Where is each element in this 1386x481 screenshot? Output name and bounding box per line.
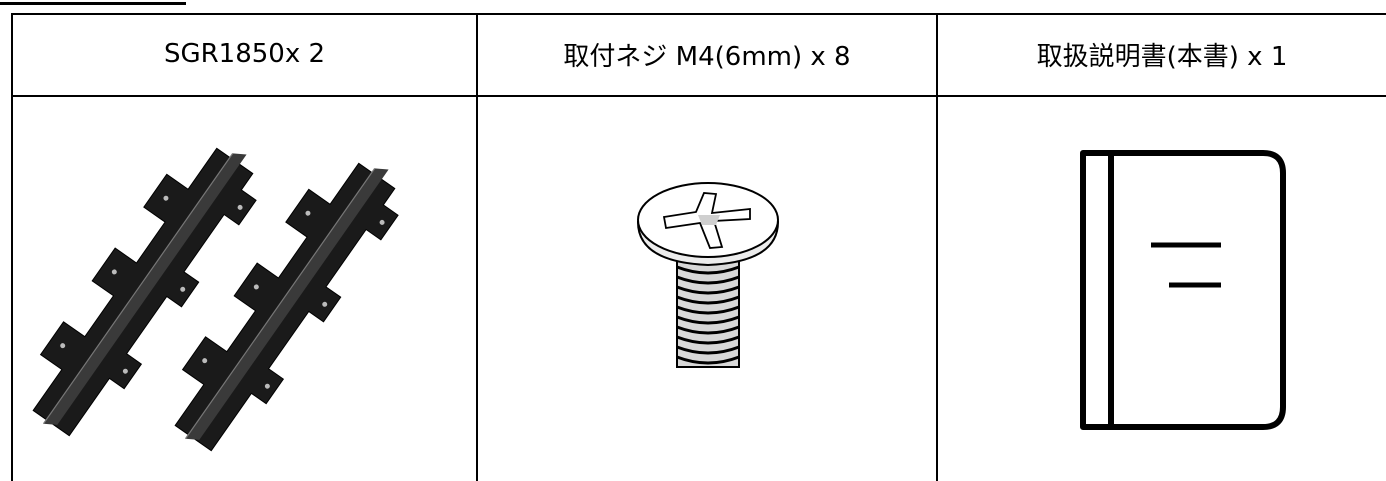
book-icon <box>1080 150 1286 430</box>
table-divider-1 <box>476 13 478 481</box>
table-border-left <box>11 13 13 481</box>
header-bracket: SGR1850x 2 <box>13 13 476 95</box>
header-manual: 取扱説明書(本書) x 1 <box>938 13 1386 95</box>
item-label-manual: 取扱説明書(本書) x 1 <box>1036 41 1288 72</box>
header-screw: 取付ネジ M4(6mm) x 8 <box>478 13 936 95</box>
table-border-top <box>11 13 1386 15</box>
item-label-screw: 取付ネジ M4(6mm) x 8 <box>563 41 851 72</box>
table-header-separator <box>11 95 1386 97</box>
item-label-bracket: SGR1850x 2 <box>163 39 326 69</box>
image-cell-manual <box>938 97 1386 481</box>
image-cell-bracket <box>13 97 476 481</box>
image-cell-screw <box>478 97 936 481</box>
screw-icon <box>636 182 780 368</box>
table-divider-2 <box>936 13 938 481</box>
mounting-bracket-icon <box>32 147 399 452</box>
section-underline <box>0 2 186 5</box>
included-parts-table: SGR1850x 2 取付ネジ M4(6mm) x 8 取扱説明書(本書) x … <box>11 13 1386 481</box>
